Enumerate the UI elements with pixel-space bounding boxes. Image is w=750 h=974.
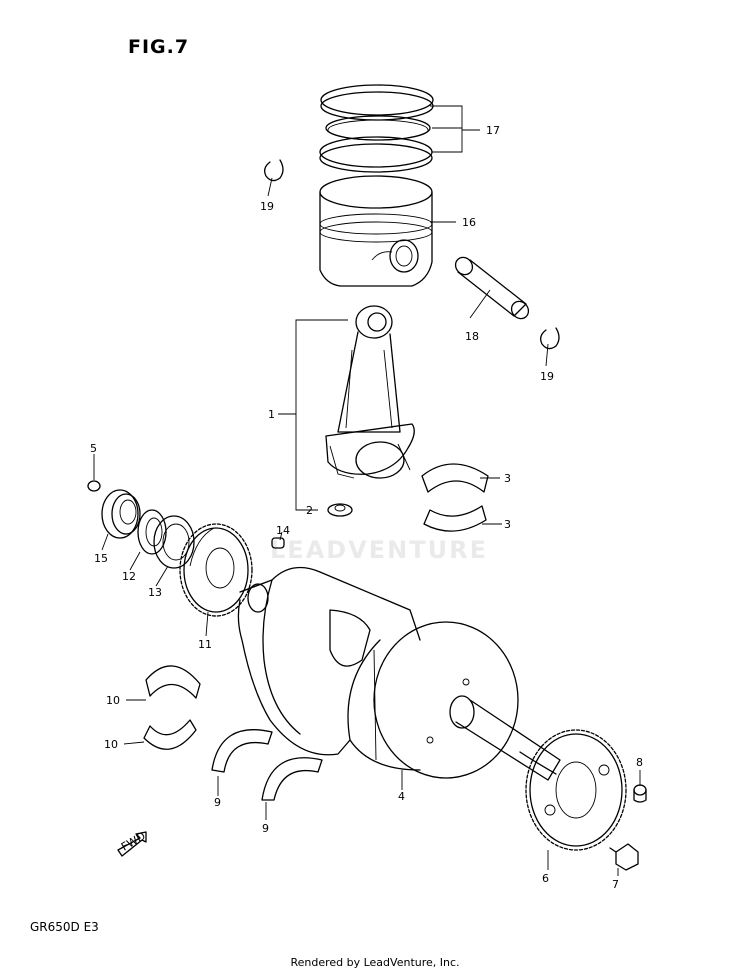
model-code: GR650D E3 — [30, 920, 99, 934]
callout-3-upper: 3 — [504, 472, 511, 485]
callout-15: 15 — [94, 552, 108, 565]
oil-seal[interactable] — [101, 489, 141, 539]
callout-13: 13 — [148, 586, 162, 599]
conrod-nut[interactable] — [327, 503, 353, 517]
key-14[interactable] — [271, 537, 285, 549]
callout-17: 17 — [486, 124, 500, 137]
callouts: 17 19 16 18 19 1 5 3 2 3 14 15 12 13 11 … — [90, 124, 643, 891]
callout-18: 18 — [465, 330, 479, 343]
callout-10-lower: 10 — [104, 738, 118, 751]
callout-9-upper: 9 — [214, 796, 221, 809]
conrod-bearing-upper[interactable] — [421, 463, 489, 493]
crankshaft[interactable] — [237, 566, 561, 781]
gear-bolt[interactable] — [609, 843, 639, 871]
timing-gear[interactable] — [525, 729, 627, 851]
connecting-rod[interactable] — [325, 305, 415, 479]
dowel-pin-8[interactable] — [633, 784, 647, 803]
crank-bearing-lower[interactable] — [143, 719, 197, 750]
callout-16: 16 — [462, 216, 476, 229]
washer-13[interactable] — [153, 515, 195, 569]
circlip-lower[interactable] — [540, 327, 560, 350]
callout-10-upper: 10 — [106, 694, 120, 707]
callout-12: 12 — [122, 570, 136, 583]
callout-19-lower: 19 — [540, 370, 554, 383]
figure-title: FIG.7 — [128, 36, 190, 58]
callout-11: 11 — [198, 638, 212, 651]
callout-3-lower: 3 — [504, 518, 511, 531]
callout-6: 6 — [542, 872, 549, 885]
circlip-upper[interactable] — [264, 159, 284, 182]
leader-lines — [93, 105, 641, 876]
piston[interactable] — [319, 175, 433, 287]
render-credit: Rendered by LeadVenture, Inc. — [290, 956, 460, 969]
conrod-bearing-lower[interactable] — [423, 505, 487, 532]
piston-pin[interactable] — [452, 254, 532, 322]
callout-19-upper: 19 — [260, 200, 274, 213]
primary-drive-gear[interactable] — [179, 523, 253, 617]
piston-rings[interactable] — [319, 84, 434, 173]
thrust-bearing-lower[interactable] — [261, 757, 323, 801]
forward-arrow: FWD — [117, 829, 148, 857]
crank-bearing-upper[interactable] — [145, 665, 201, 699]
watermark: LEADVENTURE — [270, 536, 488, 564]
thrust-bearing-upper[interactable] — [211, 729, 273, 773]
callout-4: 4 — [398, 790, 405, 803]
nut-12[interactable] — [137, 509, 167, 555]
callout-9-lower: 9 — [262, 822, 269, 835]
callout-5: 5 — [90, 442, 97, 455]
callout-2: 2 — [306, 504, 313, 517]
callout-7: 7 — [612, 878, 619, 891]
callout-14: 14 — [276, 524, 290, 537]
callout-1: 1 — [268, 408, 275, 421]
callout-8: 8 — [636, 756, 643, 769]
dowel-pin-5[interactable] — [87, 480, 101, 492]
